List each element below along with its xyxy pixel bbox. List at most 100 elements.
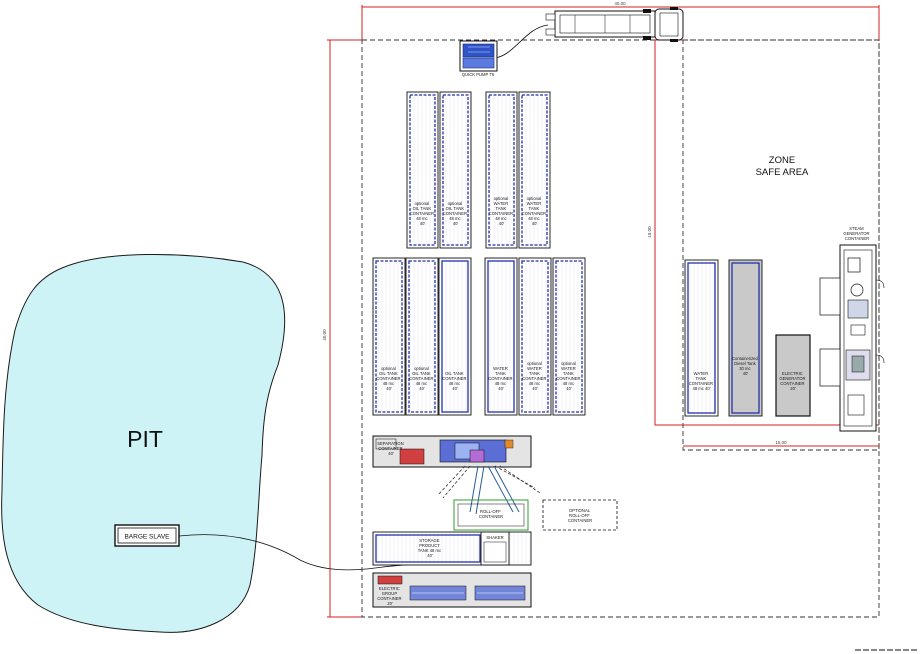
optional-roll-off-line-1: OPTIONAL bbox=[569, 508, 591, 513]
top-tank-1-line-4: 48 mc bbox=[416, 216, 427, 221]
svg-text:ELECTRIC GROUP CONTAIN: ELECTRIC GROUP CONTAINER 20' bbox=[377, 586, 403, 606]
top-tank-4: optional WATER TANK CONTAINER 48 mc 40' bbox=[518, 91, 551, 249]
top-tank-3-line-6: 40' bbox=[499, 221, 505, 226]
middle-tank-6: optional WATER TANK CONTAINER 48 mc 40' bbox=[552, 257, 586, 416]
left-dimension-value: 40,00 bbox=[322, 329, 327, 341]
zone-subtitle: SAFE AREA bbox=[756, 167, 809, 178]
top-tank-1-line-2: OIL TANK bbox=[413, 206, 432, 211]
steam-generator-line-2: GENERATOR bbox=[843, 231, 869, 236]
middle-tank-6-line-6: 40' bbox=[566, 386, 572, 391]
top-tank-3-line-2: WATER bbox=[494, 201, 509, 206]
safe-height-value: 18,00 bbox=[647, 226, 652, 238]
safe-water-tank-line-4: 48 mc 40' bbox=[692, 386, 710, 391]
roll-off-line-2: CONTAINER bbox=[479, 514, 503, 519]
diesel-tank-line-4: 40' bbox=[743, 371, 749, 376]
electric-group-line-4: 20' bbox=[387, 601, 393, 606]
optional-roll-off-line-2: ROLL-OFF bbox=[569, 513, 590, 518]
top-tank-4-line-1: optional bbox=[527, 196, 542, 201]
svg-text:optional OIL TANK: optional OIL TANK CONTAINER 48 mc 40' bbox=[376, 366, 402, 391]
middle-tank-1-line-2: OIL TANK bbox=[379, 371, 398, 376]
middle-tank-2-line-2: OIL TANK bbox=[412, 371, 431, 376]
middle-tank-6-line-4: CONTAINER bbox=[556, 376, 580, 381]
middle-tank-5-line-1: optional bbox=[527, 361, 542, 366]
top-tank-1: optional OIL TANK CONTAINER 48 mc 40' bbox=[406, 91, 439, 249]
top-tank-3-line-3: TANK bbox=[495, 206, 506, 211]
svg-text:ROLL-OFF CONTAINER: ROLL-OFF CONTAINER bbox=[479, 509, 503, 519]
electric-generator-line-3: CONTAINER bbox=[780, 381, 804, 386]
middle-tank-6-line-2: WATER bbox=[561, 366, 576, 371]
middle-tank-4: WATER TANK CONTAINER 48 mc 40' bbox=[484, 257, 518, 416]
optional-roll-off-line-3: CONTAINER bbox=[568, 518, 592, 523]
zone-title: ZONE bbox=[769, 155, 795, 166]
electric-generator-line-2: GENERATOR bbox=[779, 376, 805, 381]
diesel-tank: Containerized Diesel Tank 30 mc 40' bbox=[728, 259, 763, 417]
top-tank-2-line-5: 40' bbox=[453, 221, 459, 226]
electric-generator-line-1: ELECTRIC bbox=[782, 371, 803, 376]
middle-tank-2-line-5: 40' bbox=[419, 386, 425, 391]
middle-tank-1-line-3: CONTAINER bbox=[376, 376, 400, 381]
middle-tank-6-line-5: 48 mc bbox=[563, 381, 574, 386]
top-tank-2-line-4: 48 mc bbox=[449, 216, 460, 221]
separation-line-2: CONTAINER bbox=[378, 446, 402, 451]
middle-tank-6-line-1: optional bbox=[561, 361, 576, 366]
svg-text:optional WATER TAN: optional WATER TANK CONTAINER 48 mc 40' bbox=[522, 361, 548, 391]
storage-line-3: TANK 48 mc bbox=[418, 548, 441, 553]
top-tank-1-line-3: CONTAINER bbox=[410, 211, 434, 216]
top-tank-1-line-1: optional bbox=[415, 201, 430, 206]
steam-generator-line-1: STEAM bbox=[849, 226, 864, 231]
roll-off-container bbox=[453, 499, 529, 531]
middle-tank-6-line-3: TANK bbox=[563, 371, 574, 376]
middle-tank-5-line-3: TANK bbox=[529, 371, 540, 376]
top-tank-2-line-3: CONTAINER bbox=[443, 211, 467, 216]
separation-line-3: 40' bbox=[388, 451, 394, 456]
optional-roll-off bbox=[542, 499, 618, 531]
svg-text:OIL TANK CONTAINER: OIL TANK CONTAINER 48 mc 40' bbox=[442, 371, 468, 391]
top-tank-3-line-1: optional bbox=[494, 196, 509, 201]
svg-text:WATER TANK CONTAIN: WATER TANK CONTAINER 48 mc 40' bbox=[689, 371, 715, 391]
svg-text:OPTIONAL ROLL-OFF CONT: OPTIONAL ROLL-OFF CONTAINER bbox=[568, 508, 592, 523]
svg-text:optional OIL TANK: optional OIL TANK CONTAINER 48 mc 40' bbox=[443, 201, 469, 226]
electric-group-line-1: ELECTRIC bbox=[379, 586, 400, 591]
middle-tank-5-line-5: 48 mc bbox=[529, 381, 540, 386]
top-tank-4-line-3: TANK bbox=[528, 206, 539, 211]
middle-tank-4-line-1: WATER bbox=[493, 366, 508, 371]
svg-text:WATER TANK CONTAIN: WATER TANK CONTAINER 48 mc 40' bbox=[488, 366, 514, 391]
svg-text:optional WATER TAN: optional WATER TANK CONTAINER 48 mc 40' bbox=[556, 361, 582, 391]
middle-tank-1-line-4: 48 mc bbox=[383, 381, 394, 386]
barge-slave-box bbox=[114, 524, 180, 547]
middle-tank-3-line-3: 48 mc bbox=[449, 381, 460, 386]
middle-tank-5-line-2: WATER bbox=[527, 366, 542, 371]
middle-tank-1-line-5: 40' bbox=[386, 386, 392, 391]
middle-tank-2-line-3: CONTAINER bbox=[409, 376, 433, 381]
diesel-tank-line-2: Diesel Tank bbox=[734, 361, 756, 366]
electric-group-line-3: CONTAINER bbox=[377, 596, 401, 601]
barge-slave-label: BARGE SLAVE bbox=[124, 534, 170, 541]
steam-generator-line-3: CONTAINER bbox=[845, 236, 869, 241]
separation-container bbox=[372, 435, 532, 468]
storage-line-2: PRODUCT bbox=[419, 543, 440, 548]
svg-text:optional OIL TANK: optional OIL TANK CONTAINER 48 mc 40' bbox=[409, 366, 435, 391]
safe-width-value: 15,00 bbox=[775, 440, 787, 445]
safe-water-tank-line-3: CONTAINER bbox=[689, 381, 713, 386]
middle-tank-4-line-5: 40' bbox=[498, 386, 504, 391]
middle-tank-4-line-3: CONTAINER bbox=[488, 376, 512, 381]
top-tank-3-line-4: CONTAINER bbox=[489, 211, 513, 216]
electric-generator: ELECTRIC GENERATOR CONTAINER 20' bbox=[775, 334, 811, 417]
top-dimension-value: 40,00 bbox=[614, 1, 626, 6]
pit-label: PIT bbox=[127, 426, 163, 452]
top-tank-4-line-2: WATER bbox=[527, 201, 542, 206]
middle-tank-4-line-2: TANK bbox=[495, 371, 506, 376]
safe-water-tank: WATER TANK CONTAINER 48 mc 40' bbox=[684, 259, 719, 417]
safe-area-boundary bbox=[682, 39, 880, 451]
chutes bbox=[437, 465, 541, 515]
quick-pump-label: QUICK PUMP T6 bbox=[462, 72, 495, 77]
safe-area-dimension bbox=[654, 40, 879, 426]
middle-tank-2: optional OIL TANK CONTAINER 48 mc 40' bbox=[405, 257, 439, 416]
electric-generator-line-4: 20' bbox=[790, 386, 796, 391]
quick-pump bbox=[459, 40, 498, 72]
svg-text:optional OIL TANK: optional OIL TANK CONTAINER 48 mc 40' bbox=[410, 201, 436, 226]
svg-text:optional WATER TAN: optional WATER TANK CONTAINER 48 mc 40' bbox=[522, 196, 548, 226]
pump-hose bbox=[494, 24, 549, 59]
